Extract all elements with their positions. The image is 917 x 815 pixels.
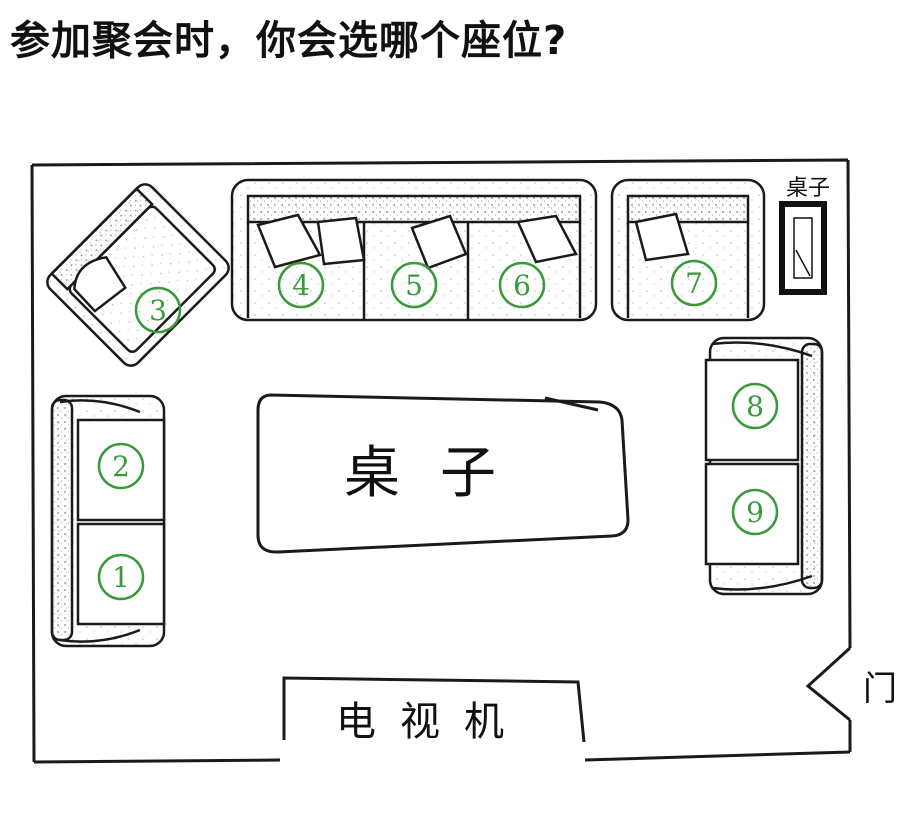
seat-number: 2 [112,450,130,483]
seat-6: 6 [498,261,546,309]
seat-1: 1 [97,553,145,601]
seat-number: 9 [746,496,764,529]
sofa-8-9 [704,336,824,596]
seat-5: 5 [390,261,438,309]
seat-circle [390,261,438,309]
seat-7: 7 [670,259,718,307]
seat-number: 5 [405,269,423,302]
seat-3: 3 [134,286,182,334]
sofa-1-2 [50,394,166,648]
seat-number: 7 [685,267,703,300]
seat-circle [670,259,718,307]
seat-2: 2 [97,442,145,490]
seat-8: 8 [731,382,779,430]
seat-number: 8 [746,390,764,423]
seat-number: 4 [292,269,310,302]
door [805,646,852,722]
seat-circle [97,553,145,601]
seat-4: 4 [277,261,325,309]
seat-circle [731,382,779,430]
question-title: 参加聚会时，你会选哪个座位? [10,18,568,64]
side-table-label: 桌子 [786,176,830,201]
room-outline [30,158,852,764]
door-label: 门 [863,669,897,709]
seat-circle [134,286,182,334]
coffee-table-label: 桌子 [344,441,536,506]
tv-stand [282,676,586,743]
coffee-table [256,393,630,554]
seat-3-armchair [46,183,230,367]
seat-circle [498,261,546,309]
seat-number: 6 [513,269,531,302]
side-table [779,201,827,295]
seat-circle [277,261,325,309]
tv-label: 电视机 [336,699,528,745]
seat-number: 3 [149,294,167,327]
seat-9: 9 [731,488,779,536]
seat-number: 1 [112,561,130,594]
seat-circle [731,488,779,536]
seat-circle [97,442,145,490]
sofa-7 [610,178,766,322]
